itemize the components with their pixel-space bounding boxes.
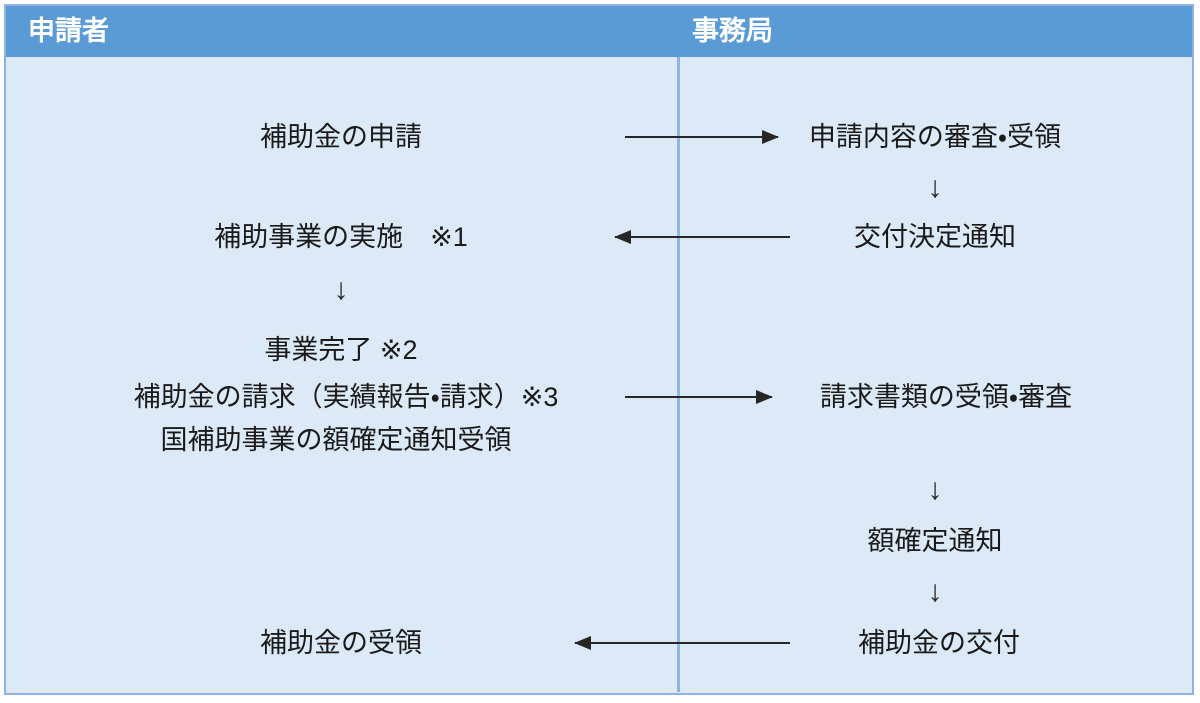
node-amount-determination-notice: 額確定通知 — [867, 525, 1003, 556]
node-grant-decision-notice: 交付決定通知 — [854, 221, 1016, 252]
down-arrow-icon: ↓ — [927, 171, 943, 204]
node-subsidy-payment: 補助金の交付 — [858, 627, 1020, 658]
node-claim-documents-review: 請求書類の受領・審査 — [819, 381, 1073, 412]
arrow-left-payment-icon — [574, 636, 790, 650]
node-project-completion: 事業完了 ※2 — [264, 334, 418, 365]
node-national-amount-notice-receipt: 国補助事業の額確定通知受領 — [160, 424, 512, 455]
arrow-right-claim-icon — [625, 390, 773, 404]
table-body: 補助金の申請 補助事業の実施 ※1 ↓ 事業完了 ※2 補助金の請求（実績報告・… — [6, 57, 1192, 692]
header-applicant: 申請者 — [28, 16, 109, 46]
header-secretariat: 事務局 — [692, 16, 773, 46]
node-project-implementation: 補助事業の実施 ※1 — [214, 221, 468, 252]
down-arrow-icon: ↓ — [333, 273, 349, 306]
down-arrow-icon: ↓ — [927, 473, 943, 506]
node-subsidy-receipt: 補助金の受領 — [260, 627, 422, 658]
down-arrow-icon: ↓ — [927, 575, 943, 608]
arrow-left-grant-decision-icon — [614, 230, 790, 244]
column-divider — [677, 57, 680, 692]
node-subsidy-application: 補助金の申請 — [260, 121, 422, 152]
flow-table: 申請者 事務局 補助金の申請 補助事業の実施 ※1 ↓ 事業完了 ※2 補助金の… — [4, 4, 1194, 695]
node-application-review: 申請内容の審査・受領 — [808, 121, 1062, 152]
table-header-row: 申請者 事務局 — [6, 6, 1192, 57]
node-subsidy-claim: 補助金の請求（実績報告・請求）※3 — [133, 381, 559, 412]
arrow-right-application-icon — [625, 130, 779, 144]
